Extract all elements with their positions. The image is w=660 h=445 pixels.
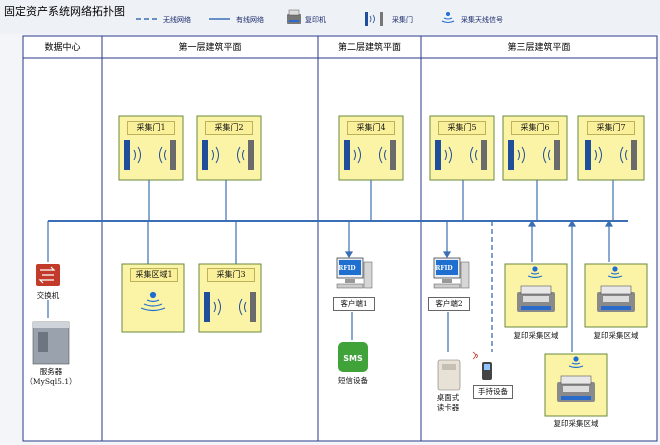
gate-label-1: 采集门1: [127, 121, 175, 135]
legend-signal-icon: [441, 12, 455, 23]
switch-label: 交换机: [36, 291, 60, 300]
legend-copier-label: 复印机: [305, 16, 326, 24]
column-floor1: 第一层建筑平面: [178, 43, 242, 53]
column-datacenter: 数据中心: [44, 43, 81, 53]
copier-glyphs: [517, 285, 635, 402]
handheld-icon: [472, 351, 492, 380]
copier-icon-2: [597, 285, 635, 312]
sms-icon: SMS: [338, 342, 368, 372]
signal-icon-area1: [140, 291, 166, 312]
column-floor2: 第二层建筑平面: [337, 43, 401, 53]
gate-glyphs: [124, 140, 637, 322]
switch-icon: [36, 264, 60, 286]
gate-label-2: 采集门2: [205, 121, 253, 135]
gate-icon-5: [435, 140, 487, 170]
gate-label-3: 采集门3: [207, 268, 255, 282]
server-icon: [32, 321, 70, 365]
copy-area-label-2: 复印采集区域: [593, 331, 639, 340]
copier-icon-3: [557, 375, 595, 402]
legend-gate-label: 采集门: [392, 16, 413, 24]
desk-reader-label-type: 桌面式: [436, 393, 460, 402]
signal-icon-copy1: [527, 266, 543, 279]
legend-wired-label: 有线网络: [236, 16, 264, 24]
copy-area-label-1: 复印采集区域: [513, 331, 559, 340]
area-label-1: 采集区域1: [130, 268, 178, 282]
legend-wireless-label: 无线网络: [163, 16, 191, 24]
connectors: [47, 180, 614, 352]
handheld-label: 手持设备: [473, 385, 513, 399]
legend-gate-icon: [365, 12, 383, 26]
column-floor3: 第三层建筑平面: [507, 43, 571, 53]
gate-label-5: 采集门5: [438, 121, 486, 135]
client-computer-icon-2: [433, 257, 470, 289]
gate-label-4: 采集门4: [347, 121, 395, 135]
signal-icon-copy3: [568, 356, 584, 369]
signal-icon-copy2: [607, 266, 623, 279]
sms-label: 短信设备: [338, 376, 368, 385]
rfid-label-1: RFID: [338, 265, 356, 272]
client-label-2: 客户端2: [428, 297, 470, 311]
svg-text:SMS: SMS: [343, 354, 363, 363]
gate-label-7: 采集门7: [587, 121, 635, 135]
gate-icon-2: [202, 140, 254, 170]
server-label-name: 服务器: [39, 367, 63, 376]
legend-copier-icon: [287, 9, 301, 24]
server-label: 服务器 （MySql5.1）: [23, 367, 79, 387]
gate-icon-6: [508, 140, 560, 170]
legend-signal-label: 采集天线信号: [461, 16, 503, 24]
signal-glyphs: [140, 266, 623, 369]
header-band: [0, 0, 660, 34]
client-label-1: 客户端1: [333, 297, 375, 311]
server-label-db: （MySql5.1）: [25, 377, 77, 386]
desk-reader-icon: [437, 359, 461, 391]
gate-label-6: 采集门6: [511, 121, 559, 135]
copier-icon-1: [517, 285, 555, 312]
desk-reader-label: 桌面式 读卡器: [428, 393, 468, 413]
copy-area-label-3: 复印采集区域: [553, 419, 599, 428]
gate-icon-7: [585, 140, 637, 170]
gate-icon-3: [204, 292, 256, 322]
diagram-title: 固定资产系统网络拓扑图: [4, 5, 125, 18]
rfid-label-2: RFID: [435, 265, 453, 272]
client-computer-icon-1: [336, 257, 373, 289]
gate-icon-4: [344, 140, 396, 170]
gate-icon-1: [124, 140, 176, 170]
desk-reader-label-name: 读卡器: [436, 403, 460, 412]
